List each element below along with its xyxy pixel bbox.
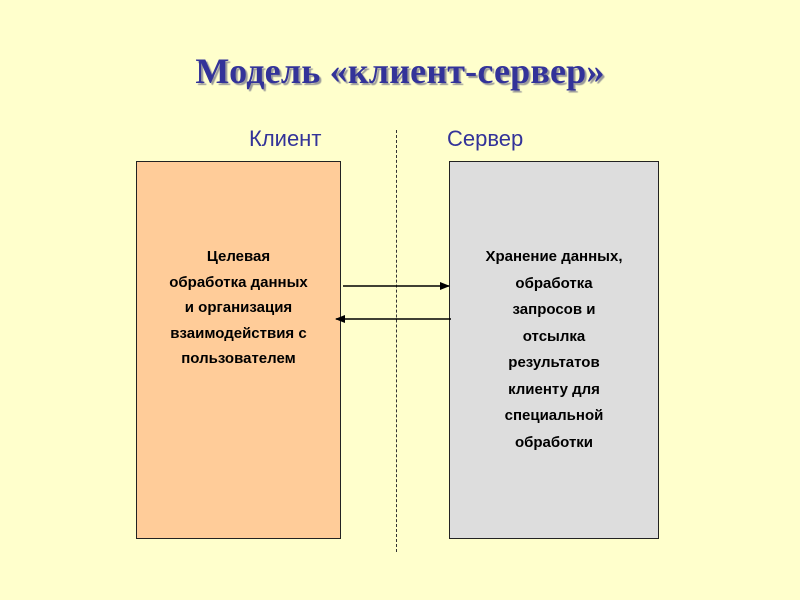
client-column-label: Клиент <box>249 126 322 151</box>
dashed-divider-line <box>396 130 397 552</box>
server-box-text: Хранение данных, обработка запросов и от… <box>485 248 623 451</box>
server-box: Хранение данных, обработка запросов и от… <box>449 161 659 539</box>
slide-title: Модель «клиент-сервер» <box>195 51 605 91</box>
client-box: Целевая обработка данных и организация в… <box>136 161 341 539</box>
client-box-text: Целевая обработка данных и организация в… <box>169 248 308 367</box>
server-column-label: Сервер <box>447 126 524 151</box>
